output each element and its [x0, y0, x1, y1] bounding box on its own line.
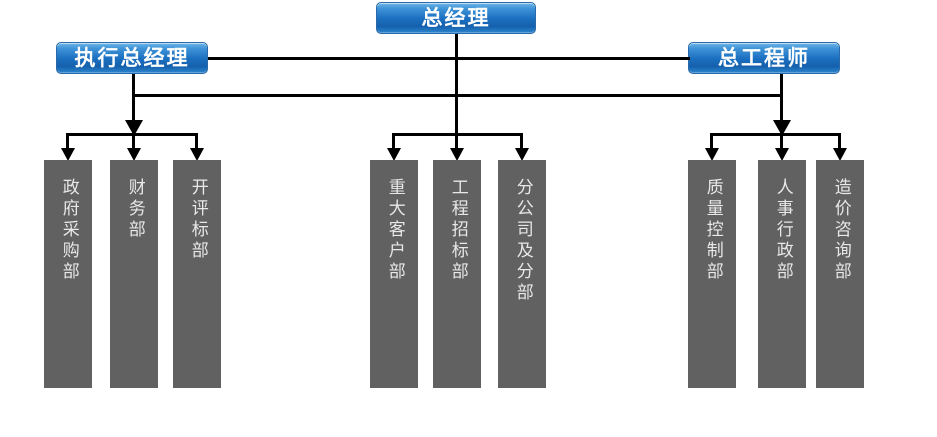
connector-right-arrow-3 — [833, 148, 847, 161]
connector-left-arrow-2 — [127, 148, 141, 161]
dept-box-engineering-tender[interactable]: 工程招标部 — [433, 160, 481, 388]
connector-center-drop-3 — [520, 133, 523, 155]
dept-box-hr-admin[interactable]: 人事行政部 — [758, 160, 806, 388]
connector-center-arrow-3 — [515, 148, 529, 161]
dept-label-finance: 财务部 — [124, 178, 145, 241]
connector-chief-eng-stem — [780, 74, 783, 124]
dept-box-key-accounts[interactable]: 重大客户部 — [370, 160, 418, 388]
dept-box-finance[interactable]: 财务部 — [110, 160, 158, 388]
dept-box-cost-consulting[interactable]: 造价咨询部 — [816, 160, 864, 388]
connector-gm-stem — [455, 34, 458, 136]
connector-right-drop-3 — [838, 133, 841, 155]
dept-label-hr-admin: 人事行政部 — [772, 178, 793, 283]
connector-right-arrow-2 — [775, 148, 789, 161]
dept-box-bid-evaluation[interactable]: 开评标部 — [173, 160, 221, 388]
dept-label-branches: 分公司及分部 — [512, 178, 533, 304]
dept-label-quality-control: 质量控制部 — [702, 178, 723, 283]
exec-box-general-manager[interactable]: 总经理 — [376, 2, 536, 34]
connector-exec-gm-stem — [132, 74, 135, 124]
connector-center-drop-2 — [455, 133, 458, 155]
dept-label-key-accounts: 重大客户部 — [384, 178, 405, 283]
dept-box-branches[interactable]: 分公司及分部 — [498, 160, 546, 388]
connector-right-drop-1 — [710, 133, 713, 155]
connector-center-drop-1 — [392, 133, 395, 155]
exec-label-general-manager: 总经理 — [421, 5, 491, 30]
dept-box-quality-control[interactable]: 质量控制部 — [688, 160, 736, 388]
exec-box-executive-general-manager[interactable]: 执行总经理 — [56, 42, 208, 74]
connector-right-group-bus — [710, 133, 841, 136]
connector-left-drop-3 — [195, 133, 198, 155]
exec-box-chief-engineer[interactable]: 总工程师 — [688, 42, 840, 74]
dept-label-government-procurement: 政府采购部 — [58, 178, 79, 283]
connector-center-arrow-1 — [387, 148, 401, 161]
dept-box-government-procurement[interactable]: 政府采购部 — [44, 160, 92, 388]
dept-label-bid-evaluation: 开评标部 — [187, 178, 208, 262]
connector-right-arrow-1 — [705, 148, 719, 161]
connector-chief-eng-arrow — [773, 120, 791, 136]
connector-right-drop-2 — [780, 133, 783, 155]
connector-tier1-bus — [208, 57, 690, 60]
dept-label-cost-consulting: 造价咨询部 — [830, 178, 851, 283]
connector-center-arrow-2 — [450, 148, 464, 161]
connector-left-arrow-1 — [61, 148, 75, 161]
exec-label-chief-engineer: 总工程师 — [718, 45, 810, 70]
connector-exec-gm-arrow — [125, 120, 143, 136]
dept-label-engineering-tender: 工程招标部 — [447, 178, 468, 283]
exec-label-executive-general-manager: 执行总经理 — [74, 45, 190, 70]
connector-left-drop-2 — [132, 133, 135, 155]
connector-left-arrow-3 — [190, 148, 204, 161]
connector-tier2-bus — [132, 94, 783, 97]
connector-left-drop-1 — [66, 133, 69, 155]
